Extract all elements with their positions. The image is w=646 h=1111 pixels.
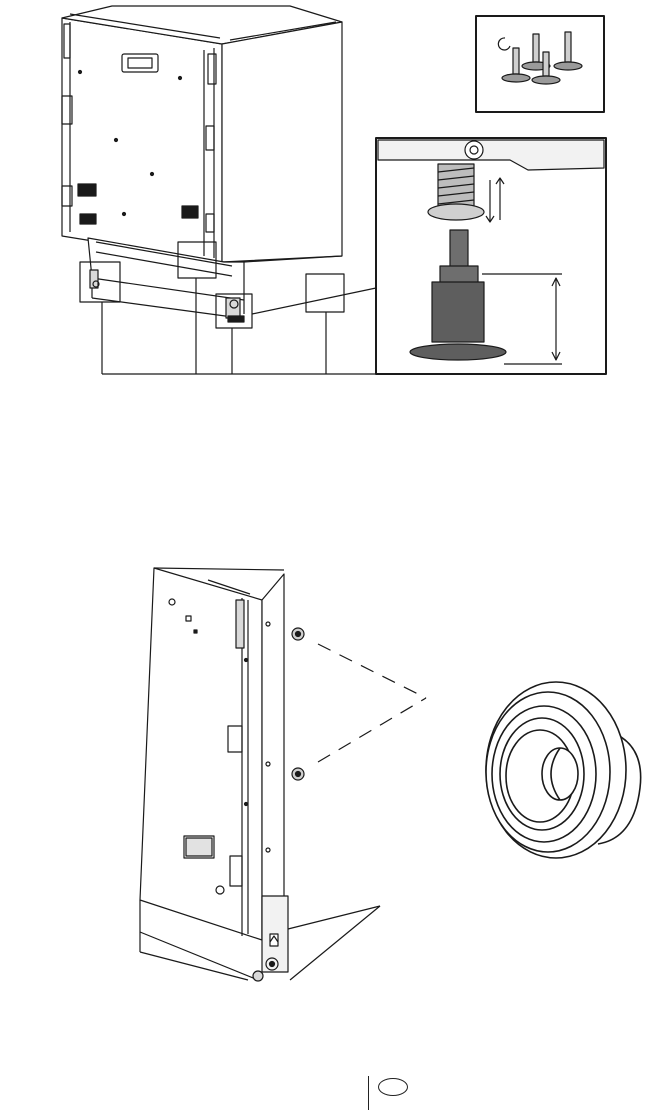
foot-shaft [410,230,506,360]
bumper-part-detail [486,682,641,858]
adjustable-feet-set-inset [476,16,604,112]
adjustment-spring [428,164,484,220]
page-language-badge [378,1078,408,1096]
foot-adjustment-detail-inset [376,138,606,374]
bumper-lower [292,768,304,780]
page-divider-line [368,1076,369,1110]
bumper-upper [292,628,304,640]
appliance-side-panel [140,568,284,940]
foot-front-right [226,298,244,322]
insertion-arrows [486,178,504,222]
bumper-leader-lines [318,644,426,762]
dishwasher-feet-illustration [0,0,646,390]
foot-part-3 [554,32,582,70]
dishwasher-bumper-illustration [0,560,646,1000]
appliance-back-panel [62,6,342,262]
callout-box-rear-right [306,274,344,312]
foot-front-left [90,270,99,288]
